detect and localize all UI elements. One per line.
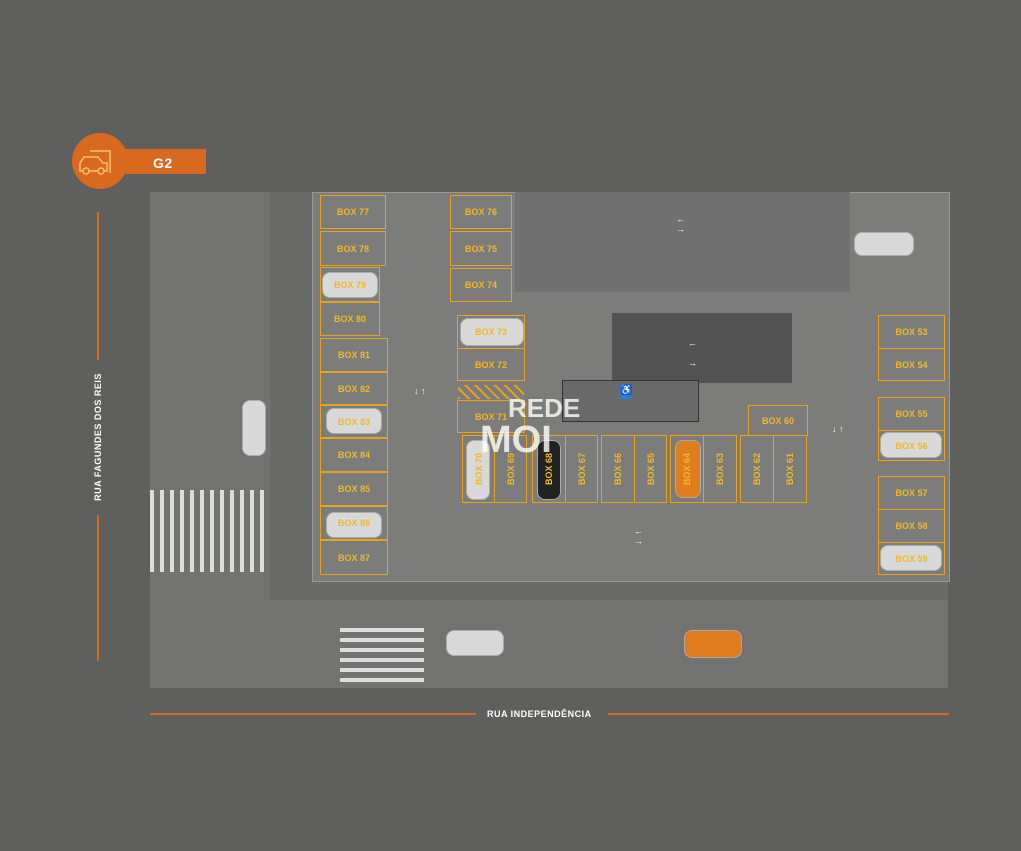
box-label: BOX 61	[785, 452, 796, 486]
parking-box[interactable]: BOX 67	[565, 435, 598, 503]
car	[326, 408, 382, 434]
box-label: BOX 87	[337, 552, 370, 563]
box-label: BOX 65	[645, 452, 656, 486]
box-label: BOX 73	[474, 327, 507, 337]
parking-box[interactable]: BOX 82	[320, 372, 388, 405]
box-label: BOX 60	[761, 415, 794, 426]
box-label: BOX 74	[464, 280, 497, 290]
car	[675, 440, 701, 498]
parking-box[interactable]: BOX 73	[457, 315, 525, 349]
box-label: BOX 81	[337, 350, 370, 360]
box-label: BOX 85	[337, 484, 370, 494]
parking-box[interactable]: BOX 71	[457, 400, 525, 433]
car	[326, 512, 382, 538]
parking-box[interactable]: BOX 66	[601, 435, 635, 503]
car	[537, 440, 561, 500]
floor-label: G2	[153, 155, 173, 171]
parking-box[interactable]: BOX 54	[878, 348, 945, 381]
parking-box[interactable]: BOX 74	[450, 268, 512, 302]
core-area	[612, 313, 792, 383]
parking-box[interactable]: BOX 57	[878, 476, 945, 510]
direction-arrow-icon: ←→	[634, 526, 643, 546]
parking-box[interactable]: BOX 77	[320, 195, 386, 229]
car	[446, 630, 504, 656]
parking-box[interactable]: BOX 60	[748, 405, 808, 436]
parking-box[interactable]: BOX 64	[670, 435, 704, 503]
car	[880, 545, 942, 571]
box-label: BOX 58	[895, 521, 928, 531]
box-label: BOX 76	[464, 207, 497, 217]
box-label: BOX 84	[337, 450, 370, 460]
car	[242, 400, 266, 456]
box-label: BOX 64	[682, 452, 693, 486]
box-label: BOX 62	[752, 452, 763, 486]
direction-arrow-icon: ↓ ↑	[414, 386, 426, 396]
box-label: BOX 71	[474, 411, 507, 422]
parking-box[interactable]: BOX 72	[457, 348, 525, 381]
parking-box[interactable]: BOX 84	[320, 438, 388, 472]
parking-box[interactable]: BOX 59	[878, 542, 945, 575]
box-label: BOX 82	[337, 383, 370, 394]
parking-box[interactable]: BOX 80	[320, 302, 380, 336]
box-label: BOX 77	[336, 207, 369, 217]
box-label: BOX 55	[895, 409, 928, 419]
car	[322, 272, 378, 298]
street-label-bottom: RUA INDEPENDÊNCIA	[487, 709, 592, 719]
box-label: BOX 63	[715, 452, 726, 486]
direction-arrow-icon: ←→	[688, 338, 697, 368]
watermark-logo: REDE MOI	[450, 395, 580, 459]
crosswalk-left	[150, 490, 268, 572]
box-label: BOX 57	[895, 488, 928, 498]
parking-box[interactable]: BOX 65	[634, 435, 667, 503]
street-line	[150, 713, 476, 715]
box-label: BOX 86	[337, 518, 370, 528]
parking-box[interactable]: BOX 69	[494, 435, 527, 503]
box-label: BOX 53	[895, 327, 928, 337]
car	[880, 432, 942, 458]
box-label: BOX 66	[613, 452, 624, 486]
parking-box[interactable]: BOX 78	[320, 231, 386, 266]
watermark-line2: MOI	[480, 419, 552, 461]
parking-box[interactable]: BOX 58	[878, 509, 945, 543]
car	[854, 232, 914, 256]
parking-box[interactable]: BOX 83	[320, 405, 388, 438]
street-label-left: RUA FAGUNDES DOS REIS	[93, 373, 103, 501]
car	[684, 630, 742, 658]
box-label: BOX 75	[464, 243, 497, 254]
parking-box[interactable]: BOX 81	[320, 338, 388, 372]
ramp-area	[515, 192, 850, 292]
parking-box[interactable]: BOX 61	[773, 435, 807, 503]
parking-box[interactable]: BOX 56	[878, 430, 945, 461]
accessibility-icon: ♿	[620, 385, 632, 399]
hatched-area	[458, 385, 524, 399]
parking-box[interactable]: BOX 62	[740, 435, 774, 503]
crosswalk-bottom	[340, 628, 424, 686]
watermark-line1: REDE	[508, 393, 581, 423]
box-label: BOX 59	[895, 553, 928, 564]
box-label: BOX 78	[336, 243, 369, 254]
street-line	[608, 713, 949, 715]
box-label: BOX 79	[333, 279, 366, 290]
parking-box[interactable]: BOX 63	[703, 435, 737, 503]
parking-box[interactable]: BOX 55	[878, 397, 945, 431]
parking-box[interactable]: BOX 76	[450, 195, 512, 229]
direction-arrow-icon: ↓ ↑	[832, 424, 844, 434]
box-label: BOX 54	[895, 359, 928, 370]
box-label: BOX 83	[337, 416, 370, 427]
car-garage-icon	[72, 133, 128, 189]
car	[466, 440, 490, 500]
box-label: BOX 72	[474, 359, 507, 370]
street-line	[97, 515, 99, 661]
parking-box[interactable]: BOX 85	[320, 472, 388, 506]
parking-box[interactable]: BOX 87	[320, 540, 388, 575]
street-line	[97, 212, 99, 360]
direction-arrow-icon: ←→	[676, 214, 685, 234]
parking-box[interactable]: BOX 86	[320, 506, 388, 540]
box-label: BOX 56	[895, 440, 928, 451]
car	[460, 318, 524, 346]
parking-box[interactable]: BOX 75	[450, 231, 512, 266]
parking-box[interactable]: BOX 79	[320, 267, 380, 302]
parking-box[interactable]: BOX 53	[878, 315, 945, 349]
box-label: BOX 80	[333, 314, 366, 324]
